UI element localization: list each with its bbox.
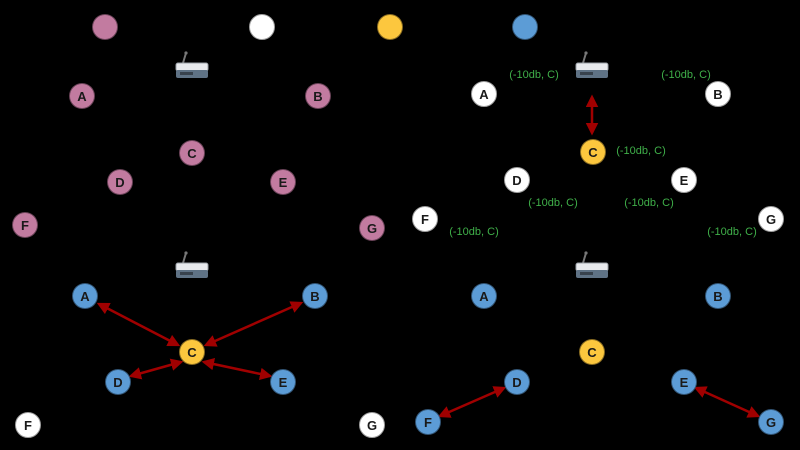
node-b: B <box>302 283 328 309</box>
node-d: D <box>504 369 530 395</box>
node-c: C <box>179 140 205 166</box>
node-g: G <box>758 206 784 232</box>
link-arrow-c-e <box>201 357 273 381</box>
link-arrow-c-a <box>96 302 181 347</box>
node-a: A <box>471 283 497 309</box>
node-c: C <box>179 339 205 365</box>
node-g: G <box>359 412 385 438</box>
signal-annotation-c: (-10db, C) <box>616 145 666 157</box>
signal-annotation-a: (-10db, C) <box>509 69 559 81</box>
node-d: D <box>504 167 530 193</box>
node-e: E <box>270 369 296 395</box>
node-c: C <box>579 339 605 365</box>
legend-swatch-white <box>249 14 275 40</box>
node-a: A <box>471 81 497 107</box>
node-a: A <box>72 283 98 309</box>
node-e: E <box>270 169 296 195</box>
node-a: A <box>69 83 95 109</box>
node-f: F <box>415 409 441 435</box>
link-arrow-c-b <box>203 301 304 347</box>
node-f: F <box>15 412 41 438</box>
legend-swatch-blue <box>512 14 538 40</box>
node-b: B <box>705 283 731 309</box>
link-arrow-f-d <box>437 386 507 418</box>
signal-annotation-g: (-10db, C) <box>707 226 757 238</box>
wireless-router-icon <box>572 50 612 84</box>
node-g: G <box>758 409 784 435</box>
node-e: E <box>671 167 697 193</box>
signal-annotation-e: (-10db, C) <box>624 197 674 209</box>
node-d: D <box>107 169 133 195</box>
wireless-router-icon <box>172 250 212 284</box>
node-f: F <box>12 212 38 238</box>
legend-swatch-yellow <box>377 14 403 40</box>
signal-annotation-f: (-10db, C) <box>449 226 499 238</box>
signal-annotation-d: (-10db, C) <box>528 197 578 209</box>
node-b: B <box>705 81 731 107</box>
legend-swatch-pink <box>92 14 118 40</box>
link-arrow-c-d <box>128 358 184 380</box>
signal-annotation-b: (-10db, C) <box>661 69 711 81</box>
node-d: D <box>105 369 131 395</box>
node-g: G <box>359 215 385 241</box>
wireless-router-icon <box>572 250 612 284</box>
wireless-router-icon <box>172 50 212 84</box>
link-arrow-e-g <box>693 386 761 418</box>
node-e: E <box>671 369 697 395</box>
node-f: F <box>412 206 438 232</box>
node-b: B <box>305 83 331 109</box>
node-c: C <box>580 139 606 165</box>
